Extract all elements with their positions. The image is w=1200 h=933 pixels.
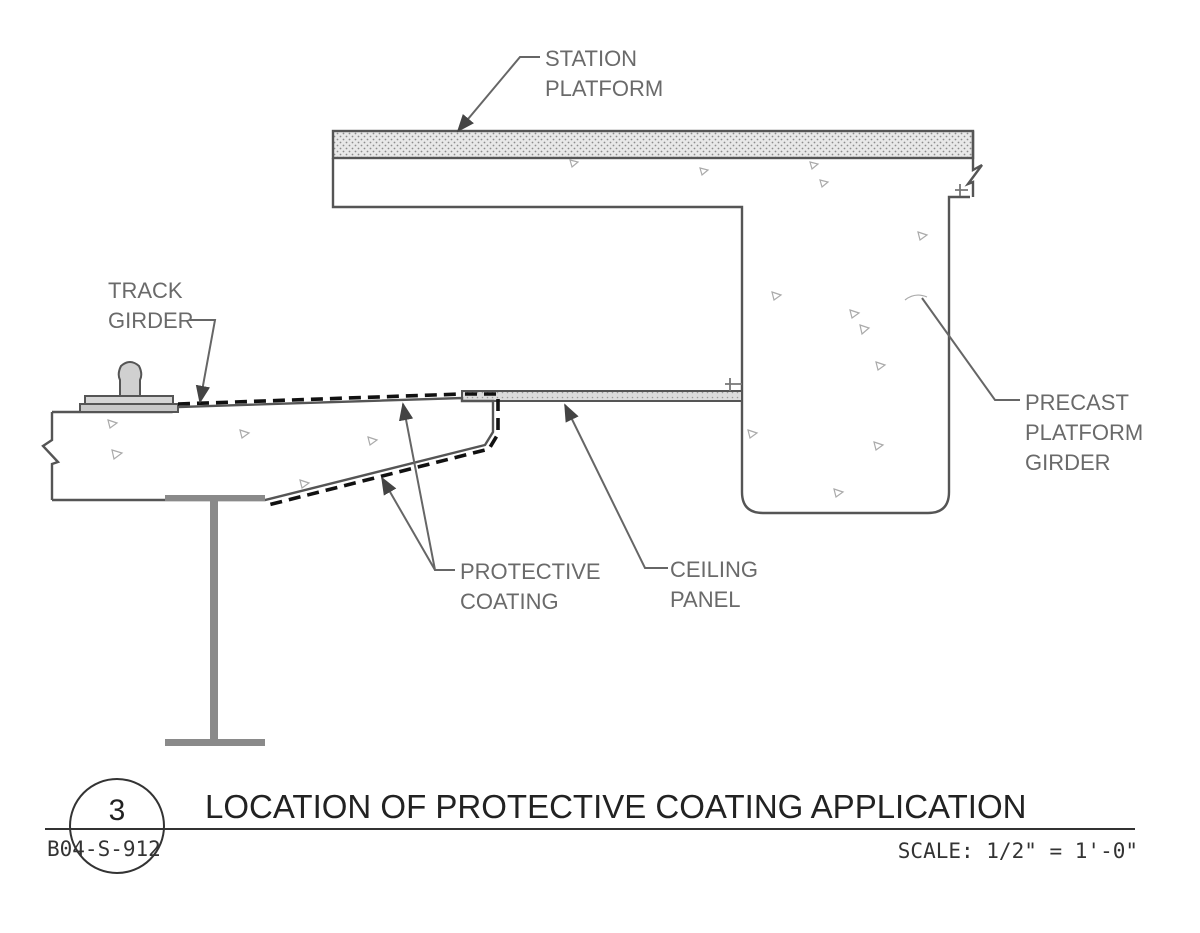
precast-label-2: PLATFORM <box>1025 420 1143 445</box>
track-girder-label-2: GIRDER <box>108 308 194 333</box>
precast-girder-callout: PRECAST PLATFORM GIRDER <box>921 297 1143 475</box>
protective-coating-callout: PROTECTIVE COATING <box>381 402 601 614</box>
track-girder <box>41 396 495 502</box>
detail-number: 3 <box>109 794 126 827</box>
precast-label-3: GIRDER <box>1025 450 1111 475</box>
station-platform-slab <box>331 129 983 515</box>
track-girder-label-1: TRACK <box>108 278 183 303</box>
protective-coating-label-1: PROTECTIVE <box>460 559 601 584</box>
station-platform-callout: STATION PLATFORM <box>456 46 663 133</box>
detail-bubble <box>69 778 165 874</box>
ceiling-panel <box>461 378 743 402</box>
steel-column <box>165 495 265 746</box>
break-line-right <box>964 158 983 197</box>
drawing-title: LOCATION OF PROTECTIVE COATING APPLICATI… <box>205 788 1026 825</box>
ceiling-panel-label-2: PANEL <box>670 587 741 612</box>
title-block: 3 B04-S-912 LOCATION OF PROTECTIVE COATI… <box>45 778 1138 874</box>
protective-coating <box>177 392 500 507</box>
sheet-reference: B04-S-912 <box>47 837 161 861</box>
break-line-left <box>41 412 61 500</box>
precast-label-1: PRECAST <box>1025 390 1129 415</box>
precast-aggregate-marks <box>569 159 929 499</box>
station-platform-label-1: STATION <box>545 46 637 71</box>
platform-topping <box>331 129 975 160</box>
protective-coating-label-2: COATING <box>460 589 559 614</box>
station-platform-label-2: PLATFORM <box>545 76 663 101</box>
ceiling-panel-callout: CEILING PANEL <box>564 403 758 612</box>
ceiling-panel-label-1: CEILING <box>670 557 758 582</box>
rail <box>79 361 179 413</box>
drawing-scale: SCALE: 1/2" = 1'-0" <box>898 839 1138 863</box>
track-girder-callout: TRACK GIRDER <box>108 278 217 404</box>
